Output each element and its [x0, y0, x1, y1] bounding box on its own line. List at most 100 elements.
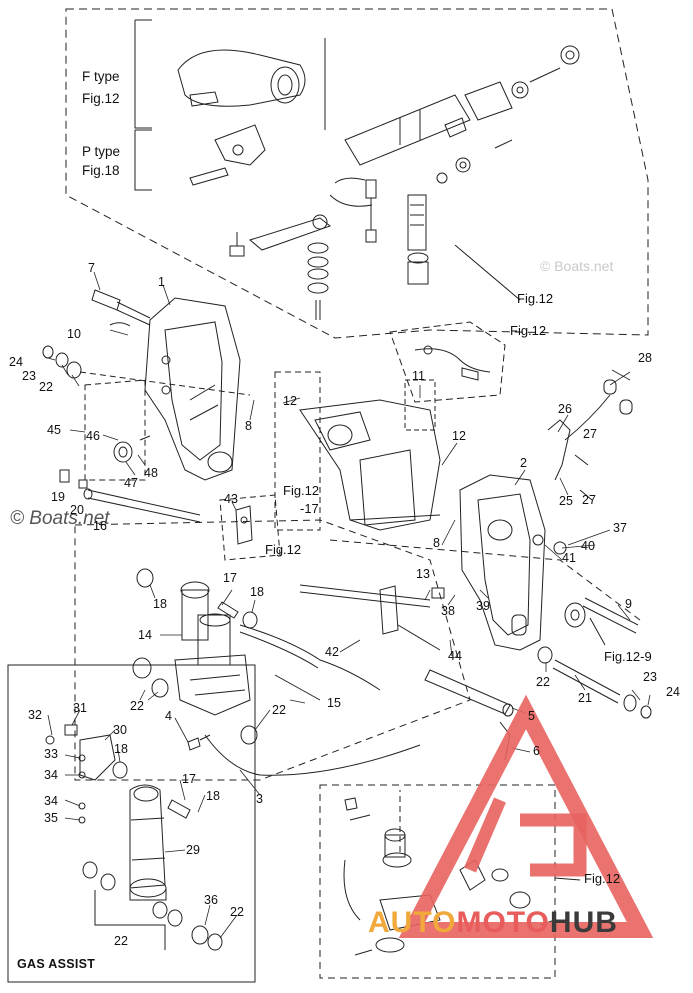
leader-fig12-bottom: [554, 877, 581, 881]
part-number: 40: [581, 539, 595, 553]
tilt-shaft-rings: [436, 45, 580, 184]
part-number: 22: [230, 905, 244, 919]
part-number: 31: [73, 701, 87, 715]
gas-assist-box: [7, 664, 256, 983]
top-dashed-region: [65, 8, 649, 339]
fig12-bottom-region: [319, 784, 556, 979]
part-number: 15: [327, 696, 341, 710]
steering-arm-part: [229, 177, 373, 257]
swivel-tube-part: [344, 94, 471, 285]
fig-ref-mid: Fig.12: [283, 483, 320, 498]
part-number: 22: [536, 675, 550, 689]
part-number: 29: [186, 843, 200, 857]
part-number: 17: [223, 571, 237, 585]
bolt-21: [537, 646, 652, 719]
pin-10: [109, 322, 131, 327]
part-number: 5: [528, 709, 535, 723]
part-number: 25: [559, 494, 573, 508]
fig-ref-bottom: Fig.12: [584, 871, 621, 886]
fig12-mid-box: [274, 371, 321, 531]
leader-fig12-top: [454, 244, 521, 301]
part-number: 18: [250, 585, 264, 599]
p-type-bracket-part: [189, 124, 266, 186]
lower-sensor-assembly: [343, 790, 441, 956]
part-number: 47: [124, 476, 138, 490]
part-number: 45: [47, 423, 61, 437]
trim-sensor-wiring: [547, 379, 633, 501]
fig-ref-upper: Fig.12: [510, 323, 547, 338]
f-type-label: F type: [82, 69, 120, 84]
part-number: 22: [114, 934, 128, 948]
left-washers: [42, 345, 82, 379]
part-11-box: [404, 379, 436, 431]
logo-part-hub: HUB: [549, 906, 618, 939]
fig12-9-leader: [589, 617, 606, 646]
part-number: 23: [643, 670, 657, 684]
tilt-unit-region: [74, 519, 471, 781]
fig-ref-left: Fig.12: [265, 542, 302, 557]
autmotohub-logo: AUTOMOTOHUB: [368, 906, 618, 940]
part-number: 1: [158, 275, 165, 289]
part-number: 24: [666, 685, 680, 699]
part-number: 43: [224, 492, 238, 506]
part-13: [379, 585, 445, 651]
part-number: 30: [113, 723, 127, 737]
power-tilt-unit: [174, 581, 251, 716]
part-number: 12: [452, 429, 466, 443]
part-number: 33: [44, 747, 58, 761]
part-number: 22: [272, 703, 286, 717]
watermark-faint: © Boats.net: [540, 258, 614, 274]
part-number: 46: [86, 429, 100, 443]
gas-assist-bushings: [82, 761, 223, 951]
part-number: 12: [283, 394, 297, 408]
fig-ref-top: Fig.12: [517, 291, 554, 306]
steering-bracket-part: [177, 49, 306, 107]
part-number: 41: [562, 551, 576, 565]
part-number: 10: [67, 327, 81, 341]
gas-assist-brackets: [45, 724, 116, 824]
center-swivel-bracket: [299, 399, 441, 531]
part-43: [235, 505, 253, 545]
part-number: 35: [44, 811, 58, 825]
logo-inner-mark: [464, 797, 587, 877]
part-number: 14: [138, 628, 152, 642]
tilt-bushings: [132, 568, 258, 745]
part-number: 34: [44, 768, 58, 782]
part-number: 34: [44, 794, 58, 808]
part-number: 23: [22, 369, 36, 383]
part-number: 13: [416, 567, 430, 581]
part-number: 26: [558, 402, 572, 416]
part-number: 8: [245, 419, 252, 433]
logo-part-auto: AUTO: [368, 906, 457, 939]
bolt-7: [91, 289, 151, 326]
fig-ref-12-9: Fig.12-9: [604, 649, 652, 664]
fig12-9-region: [329, 539, 641, 621]
fig12-upper-box: [389, 321, 506, 403]
part-number: 44: [448, 649, 462, 663]
gas-assist-label: GAS ASSIST: [17, 957, 96, 971]
part-number: 38: [441, 604, 455, 618]
part-number: 48: [144, 466, 158, 480]
part-47-48: [113, 435, 151, 463]
upper-sensor-wire: [414, 345, 491, 381]
bracket-45-box: [84, 379, 146, 481]
f-type-bracket: [134, 19, 152, 129]
part-number: 2: [520, 456, 527, 470]
clamp-bracket-right: [459, 474, 567, 651]
part-number: 9: [625, 597, 632, 611]
f-type-fig-label: Fig.12: [82, 91, 120, 106]
part-number: 22: [130, 699, 144, 713]
part-number: 8: [433, 536, 440, 550]
part-number: 22: [39, 380, 53, 394]
part-number: 17: [182, 772, 196, 786]
part-number: 7: [88, 261, 95, 275]
part-number: 18: [114, 742, 128, 756]
part-number: 24: [9, 355, 23, 369]
part-number: 27: [583, 427, 597, 441]
logo-part-moto: MOTO: [456, 906, 550, 939]
part-number: 37: [613, 521, 627, 535]
washer-stack: [307, 179, 377, 320]
part-number: 21: [578, 691, 592, 705]
